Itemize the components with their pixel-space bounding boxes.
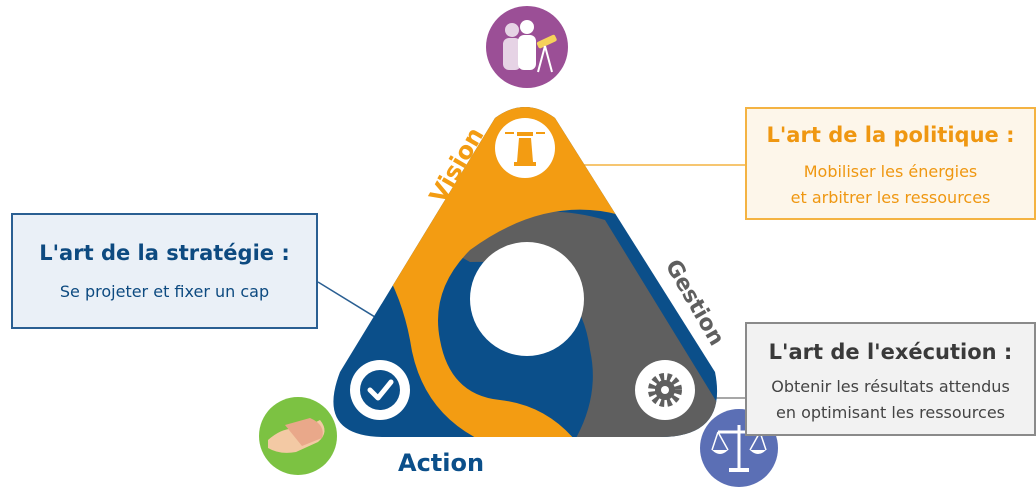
people-telescope-icon <box>486 6 568 88</box>
strategie-box: L'art de la stratégie : Se projeter et f… <box>11 213 318 329</box>
politique-box: L'art de la politique : Mobiliser les én… <box>745 107 1036 220</box>
action-label: Action <box>398 449 484 477</box>
politique-line2: et arbitrer les ressources <box>790 188 991 207</box>
execution-box: L'art de l'exécution : Obtenir les résul… <box>745 322 1036 436</box>
politique-title: L'art de la politique : <box>766 123 1015 147</box>
strategie-line1: Se projeter et fixer un cap <box>59 282 270 301</box>
checkmark-icon <box>350 360 410 420</box>
execution-title: L'art de l'exécution : <box>768 340 1013 364</box>
execution-line1: Obtenir les résultats attendus <box>771 377 1010 396</box>
lighthouse-icon <box>495 118 555 178</box>
gear-icon <box>635 360 695 420</box>
center-hole <box>470 242 584 356</box>
politique-line1: Mobiliser les énergies <box>803 162 978 181</box>
strategie-title: L'art de la stratégie : <box>39 241 290 265</box>
handshake-icon <box>259 397 337 475</box>
execution-line2: en optimisant les ressources <box>776 403 1005 422</box>
